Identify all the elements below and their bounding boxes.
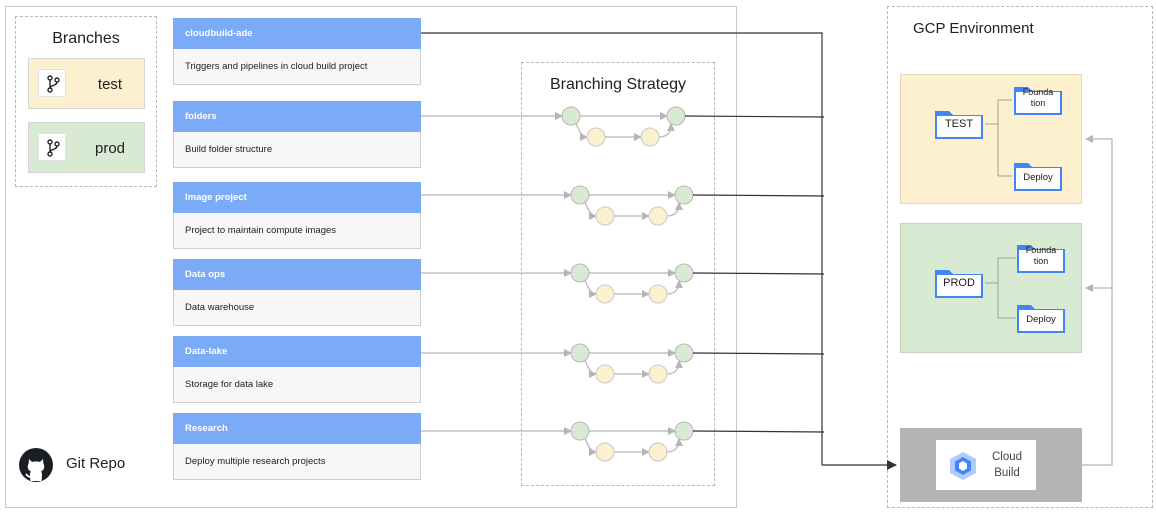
branch-arrow bbox=[584, 279, 597, 298]
cloud-build-card[interactable]: Cloud Build bbox=[936, 440, 1036, 490]
folder-icon bbox=[935, 270, 983, 298]
commit-node bbox=[674, 421, 694, 441]
branch-arrow bbox=[666, 202, 683, 217]
git-repo-label: Git Repo bbox=[66, 455, 126, 472]
branching-strategy-box bbox=[521, 62, 715, 486]
branches-title: Branches bbox=[52, 30, 120, 47]
folder-label: Founda tion bbox=[1022, 87, 1054, 108]
project-name: cloudbuild-ade bbox=[173, 18, 421, 49]
commit-node bbox=[674, 343, 694, 363]
folder-test-deploy[interactable]: Deploy bbox=[1012, 159, 1064, 193]
project-card-image-project[interactable]: Image project Project to maintain comput… bbox=[173, 182, 421, 249]
project-description: Build folder structure bbox=[185, 144, 273, 155]
git-branch-icon bbox=[38, 69, 66, 97]
branch-arrow bbox=[666, 438, 683, 453]
cloud-build-label: Cloud Build bbox=[991, 451, 1023, 479]
branch-arrow bbox=[584, 201, 597, 220]
branch-arrow bbox=[584, 359, 597, 378]
branch-label-test: test bbox=[97, 76, 123, 93]
commit-node bbox=[570, 421, 590, 441]
folder-icon bbox=[1014, 163, 1062, 191]
project-description: Data warehouse bbox=[185, 302, 255, 313]
commit-node bbox=[595, 364, 615, 384]
project-name: Data ops bbox=[173, 259, 421, 290]
project-card-cloudbuild-ade[interactable]: cloudbuild-ade Triggers and pipelines in… bbox=[173, 18, 421, 85]
project-name: Data-lake bbox=[173, 336, 421, 367]
commit-node bbox=[674, 185, 694, 205]
gcp-environment-title: GCP Environment bbox=[913, 20, 1034, 37]
commit-node bbox=[595, 206, 615, 226]
commit-node bbox=[648, 284, 668, 304]
folder-test-foundation[interactable]: Founda tion bbox=[1012, 83, 1064, 117]
folder-label: Deploy bbox=[1023, 172, 1053, 183]
folder-icon bbox=[935, 111, 983, 139]
commit-node bbox=[674, 263, 694, 283]
folder-label: TEST bbox=[944, 118, 974, 130]
folder-prod-deploy[interactable]: Deploy bbox=[1015, 301, 1067, 335]
folder-prod-foundation[interactable]: Founda tion bbox=[1015, 241, 1067, 275]
project-description: Deploy multiple research projects bbox=[185, 456, 326, 467]
folder-test[interactable]: TEST bbox=[933, 107, 985, 141]
cloud-build-icon bbox=[948, 451, 978, 481]
branch-label-prod: prod bbox=[94, 140, 126, 157]
project-description: Project to maintain compute images bbox=[185, 225, 337, 236]
commit-node bbox=[666, 106, 686, 126]
folder-prod[interactable]: PROD bbox=[933, 266, 985, 300]
git-branch-icon bbox=[38, 133, 66, 161]
folder-icon bbox=[1017, 305, 1065, 333]
commit-node bbox=[586, 127, 606, 147]
project-description: Triggers and pipelines in cloud build pr… bbox=[185, 61, 368, 72]
project-name: Image project bbox=[173, 182, 421, 213]
commit-node bbox=[595, 442, 615, 462]
commit-node bbox=[570, 343, 590, 363]
deploy-connector bbox=[692, 352, 825, 355]
project-card-research[interactable]: Research Deploy multiple research projec… bbox=[173, 413, 421, 480]
deploy-connector bbox=[692, 272, 825, 275]
github-icon bbox=[18, 447, 54, 483]
deploy-connector bbox=[692, 194, 825, 197]
gcp-environment-panel bbox=[887, 6, 1153, 508]
branch-arrow bbox=[575, 122, 588, 141]
deploy-connector bbox=[692, 430, 825, 433]
project-card-folders[interactable]: folders Build folder structure bbox=[173, 101, 421, 168]
commit-node bbox=[595, 284, 615, 304]
project-description: Storage for data lake bbox=[185, 379, 274, 390]
branch-arrow bbox=[666, 360, 683, 375]
commit-node bbox=[640, 127, 660, 147]
branch-prod[interactable]: prod bbox=[28, 122, 145, 173]
commit-node bbox=[648, 206, 668, 226]
folder-icon bbox=[1014, 87, 1062, 115]
project-card-data-ops[interactable]: Data ops Data warehouse bbox=[173, 259, 421, 326]
folder-label: PROD bbox=[943, 277, 975, 289]
commit-node bbox=[570, 185, 590, 205]
project-card-data-lake[interactable]: Data-lake Storage for data lake bbox=[173, 336, 421, 403]
commit-node bbox=[648, 364, 668, 384]
branch-arrow bbox=[658, 123, 675, 138]
branch-arrow bbox=[666, 280, 683, 295]
branches-box bbox=[15, 16, 157, 187]
branching-strategy-title: Branching Strategy bbox=[549, 76, 687, 93]
commit-node bbox=[648, 442, 668, 462]
branch-arrow bbox=[584, 437, 597, 456]
folder-icon bbox=[1017, 245, 1065, 273]
branch-test[interactable]: test bbox=[28, 58, 145, 109]
project-name: Research bbox=[173, 413, 421, 444]
project-name: folders bbox=[173, 101, 421, 132]
deploy-connector bbox=[684, 115, 825, 118]
commit-node bbox=[561, 106, 581, 126]
folder-label: Deploy bbox=[1026, 314, 1056, 325]
git-repo-panel bbox=[5, 6, 737, 508]
commit-node bbox=[570, 263, 590, 283]
folder-label: Founda tion bbox=[1025, 245, 1057, 266]
